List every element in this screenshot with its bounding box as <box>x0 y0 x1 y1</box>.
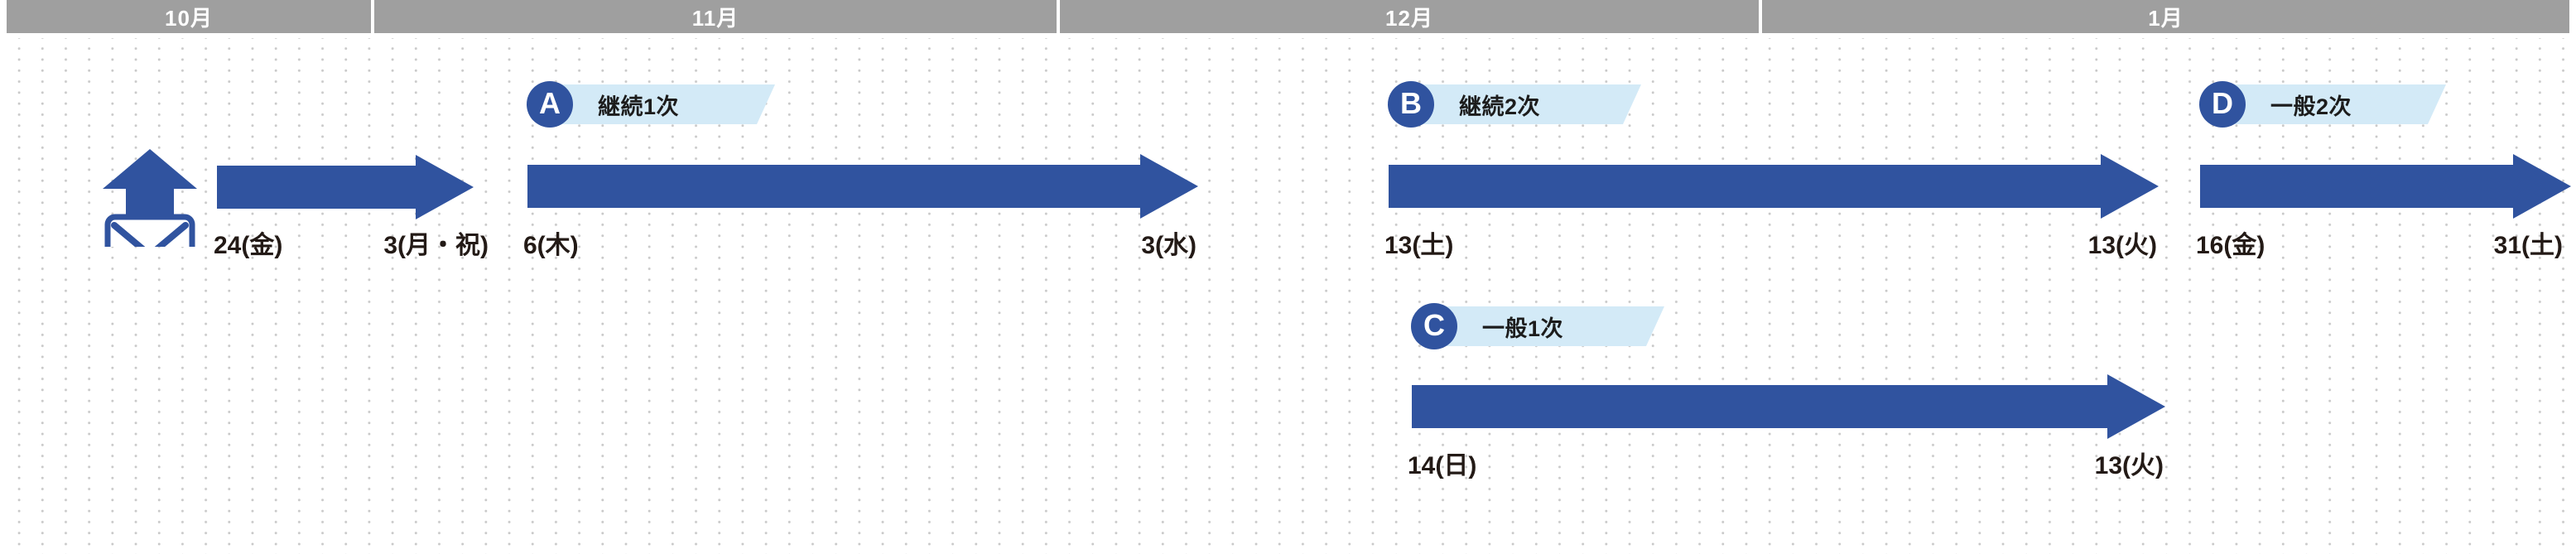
badge-letter: D <box>2212 86 2233 120</box>
badge-group-b: B 継続2次 <box>1388 81 1669 128</box>
badge-label-text: 継続1次 <box>598 94 680 119</box>
badge-label-a: 継続1次 <box>598 81 679 128</box>
date-label-c-start: 14(日) <box>1408 445 1476 481</box>
dotted-grid-background <box>0 38 2576 554</box>
badge-label-text: 一般2次 <box>2270 94 2352 119</box>
badge-circle-c: C <box>1411 303 1457 349</box>
date-label-b-end: 13(火) <box>1938 224 2157 261</box>
badge-label-b: 継続2次 <box>1459 81 1540 128</box>
month-header-cell-1: 10月 <box>7 0 371 33</box>
date-label-a-end: 3(水) <box>994 224 1197 261</box>
arrow-c <box>1412 374 2165 439</box>
badge-letter: A <box>539 86 561 120</box>
date-text: 3(月・祝) <box>383 232 489 259</box>
ribbon-b <box>1413 84 1641 124</box>
month-label-1: 10月 <box>165 5 213 31</box>
badge-circle-d: D <box>2199 81 2246 128</box>
date-text: 13(火) <box>2087 232 2157 259</box>
badge-letter: C <box>1423 308 1445 342</box>
arrow-d <box>2200 154 2571 219</box>
badge-label-text: 一般1次 <box>1482 316 1564 341</box>
ribbon-d <box>2224 84 2446 124</box>
date-text: 14(日) <box>1408 452 1477 479</box>
month-header-cell-3: 12月 <box>1060 0 1759 33</box>
badge-group-c: C 一般1次 <box>1411 303 1692 349</box>
date-text: 16(金) <box>2196 232 2265 259</box>
month-label-4: 1月 <box>2148 5 2184 31</box>
mail-upload-icon <box>88 146 212 247</box>
date-text: 31(土) <box>2493 232 2563 259</box>
date-text: 13(土) <box>1384 232 1454 259</box>
date-label-d-start: 16(金) <box>2196 224 2265 261</box>
month-label-2: 11月 <box>691 5 739 31</box>
date-label-submission-end: 3(月・祝) <box>313 224 489 261</box>
date-label-d-end: 31(土) <box>2352 224 2563 261</box>
badge-group-d: D 一般2次 <box>2199 81 2472 128</box>
ribbon-c <box>1436 306 1664 346</box>
badge-circle-a: A <box>527 81 573 128</box>
badge-label-text: 継続2次 <box>1459 94 1541 119</box>
badge-circle-b: B <box>1388 81 1434 128</box>
date-label-a-start: 6(木) <box>523 224 579 261</box>
date-text: 3(水) <box>1141 232 1197 259</box>
badge-label-d: 一般2次 <box>2270 81 2352 128</box>
date-label-b-start: 13(土) <box>1384 224 1453 261</box>
date-label-c-end: 13(火) <box>1944 445 2164 481</box>
arrow-b <box>1389 154 2159 219</box>
badge-label-c: 一般1次 <box>1482 303 1563 349</box>
date-label-submission-start: 24(金) <box>214 224 282 261</box>
badge-letter: B <box>1400 86 1422 120</box>
date-text: 24(金) <box>214 232 283 259</box>
month-label-3: 12月 <box>1385 5 1433 31</box>
date-text: 6(木) <box>523 232 579 259</box>
arrow-a <box>527 154 1198 219</box>
month-header-cell-2: 11月 <box>374 0 1057 33</box>
date-text: 13(火) <box>2094 452 2164 479</box>
ribbon-a <box>551 84 775 124</box>
badge-group-a: A 継続1次 <box>527 81 800 128</box>
arrow-submission <box>217 155 474 219</box>
month-header-band: 10月 11月 12月 1月 <box>0 0 2576 33</box>
month-header-cell-4: 1月 <box>1762 0 2569 33</box>
